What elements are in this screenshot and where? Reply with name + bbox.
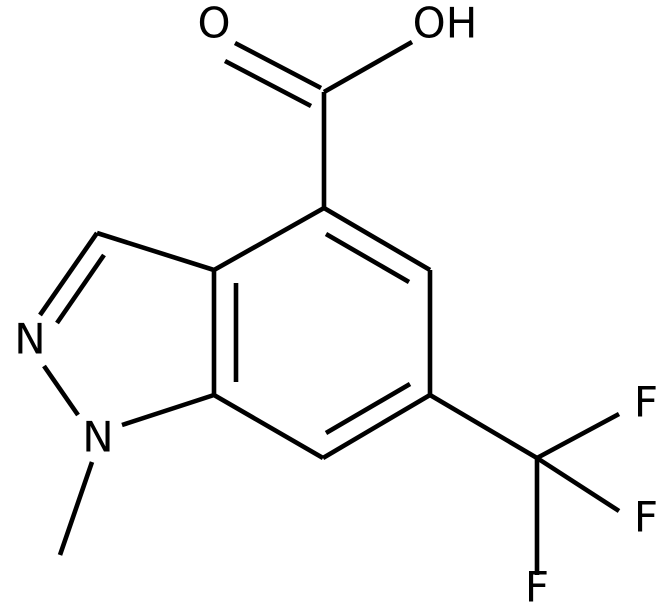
bond-c7-c7a — [212, 393, 325, 460]
bond-c-oh — [322, 40, 414, 94]
bond-c6-cf3 — [428, 393, 539, 460]
fluorine-2-label: F — [634, 493, 658, 542]
bond-c3-n2 — [38, 231, 99, 317]
bond-c-o-double-a — [233, 40, 323, 91]
bond-n2-n1 — [42, 364, 80, 417]
nitrogen-2-label: N — [14, 315, 45, 364]
bond-c4-c5 — [322, 206, 432, 272]
bond-c-o-double-b — [223, 58, 313, 109]
bond-c3a-c4 — [212, 205, 326, 273]
bond-c6-c7 — [321, 393, 432, 460]
bond-c6-c7-inner — [324, 382, 412, 435]
bond-c-f1 — [535, 411, 621, 461]
bond-n1-methyl — [57, 461, 95, 556]
bond-c-f2 — [535, 456, 621, 513]
hydroxyl-label: OH — [413, 0, 478, 48]
bond-c4-c5-inner — [324, 232, 411, 284]
bond-c3-n2-inner — [55, 253, 106, 325]
oxygen-carbonyl-label: O — [197, 0, 230, 48]
bond-c3a-c3 — [96, 230, 215, 273]
fluorine-1-label: F — [634, 378, 658, 427]
bond-n1-c7a — [121, 392, 215, 428]
fluorine-3-label: F — [525, 563, 549, 612]
nitrogen-1-label: N — [82, 413, 113, 462]
